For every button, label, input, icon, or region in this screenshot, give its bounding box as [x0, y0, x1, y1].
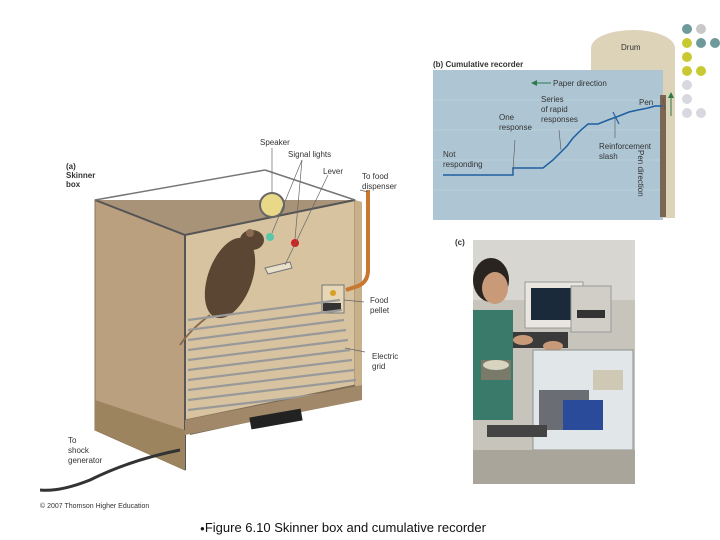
- cumulative-recorder-illustration: [433, 30, 675, 220]
- not-responding-label-2: responding: [443, 160, 483, 169]
- lab-photo-illustration: [473, 240, 635, 484]
- decor-dots: [680, 22, 720, 122]
- one-response-label-1: One: [499, 113, 515, 122]
- speaker-label: Speaker: [260, 138, 290, 147]
- panel-b-title: (b) Cumulative recorder: [433, 60, 524, 69]
- decor-dot: [682, 38, 692, 48]
- caption-text: Figure 6.10 Skinner box and cumulative r…: [204, 520, 486, 535]
- to-shock-label-3: generator: [68, 456, 103, 465]
- electric-grid-label-2: grid: [372, 362, 386, 371]
- cumulative-recorder-panel: (b) Cumulative recorder Drum Paper direc…: [433, 20, 678, 220]
- series-label-3: responses: [541, 115, 578, 124]
- decor-dot: [696, 66, 706, 76]
- decor-dot: [696, 38, 706, 48]
- decor-dot: [682, 52, 692, 62]
- decor-dot: [682, 94, 692, 104]
- decor-dot: [682, 66, 692, 76]
- decor-dot: [696, 24, 706, 34]
- pen-direction-label: Pen direction: [636, 150, 645, 197]
- reinforcement-label-2: slash: [599, 152, 618, 161]
- caption-bullet: ●: [200, 524, 205, 534]
- panel-a-title-line2: Skinner: [66, 171, 96, 180]
- series-label-2: of rapid: [541, 105, 568, 114]
- to-shock-label-1: To: [68, 436, 77, 445]
- signal-lights-label: Signal lights: [288, 150, 332, 159]
- reinforcement-label-1: Reinforcement: [599, 142, 652, 151]
- skinner-box-illustration: [40, 148, 370, 492]
- to-shock-label-2: shock: [68, 446, 89, 455]
- decor-dot: [682, 108, 692, 118]
- not-responding-label-1: Not: [443, 150, 456, 159]
- drum-label: Drum: [621, 43, 641, 52]
- food-pellet-label-2: pellet: [370, 306, 390, 315]
- lever-label: Lever: [323, 167, 344, 176]
- paper-direction-label: Paper direction: [553, 79, 607, 88]
- skinner-box-panel: (a) Skinner box Speaker Signal lights Le…: [40, 130, 420, 510]
- decor-dot: [682, 80, 692, 90]
- figure-caption: ●Figure 6.10 Skinner box and cumulative …: [200, 520, 486, 535]
- copyright-text: © 2007 Thomson Higher Education: [40, 503, 150, 510]
- panel-c-title: (c): [455, 238, 465, 247]
- pen-label: Pen: [639, 98, 654, 107]
- electric-grid-label-1: Electric: [372, 352, 399, 361]
- panel-a-title-line3: box: [66, 180, 81, 189]
- decor-dot: [682, 24, 692, 34]
- series-label-1: Series: [541, 95, 564, 104]
- lab-photo: [473, 240, 635, 484]
- food-pellet-label-1: Food: [370, 296, 389, 305]
- decor-dot: [696, 108, 706, 118]
- one-response-label-2: response: [499, 123, 532, 132]
- decor-dot: [710, 38, 720, 48]
- to-food-label-2: dispenser: [362, 182, 397, 191]
- to-food-label-1: To food: [362, 172, 389, 181]
- panel-a-title-line1: (a): [66, 162, 76, 171]
